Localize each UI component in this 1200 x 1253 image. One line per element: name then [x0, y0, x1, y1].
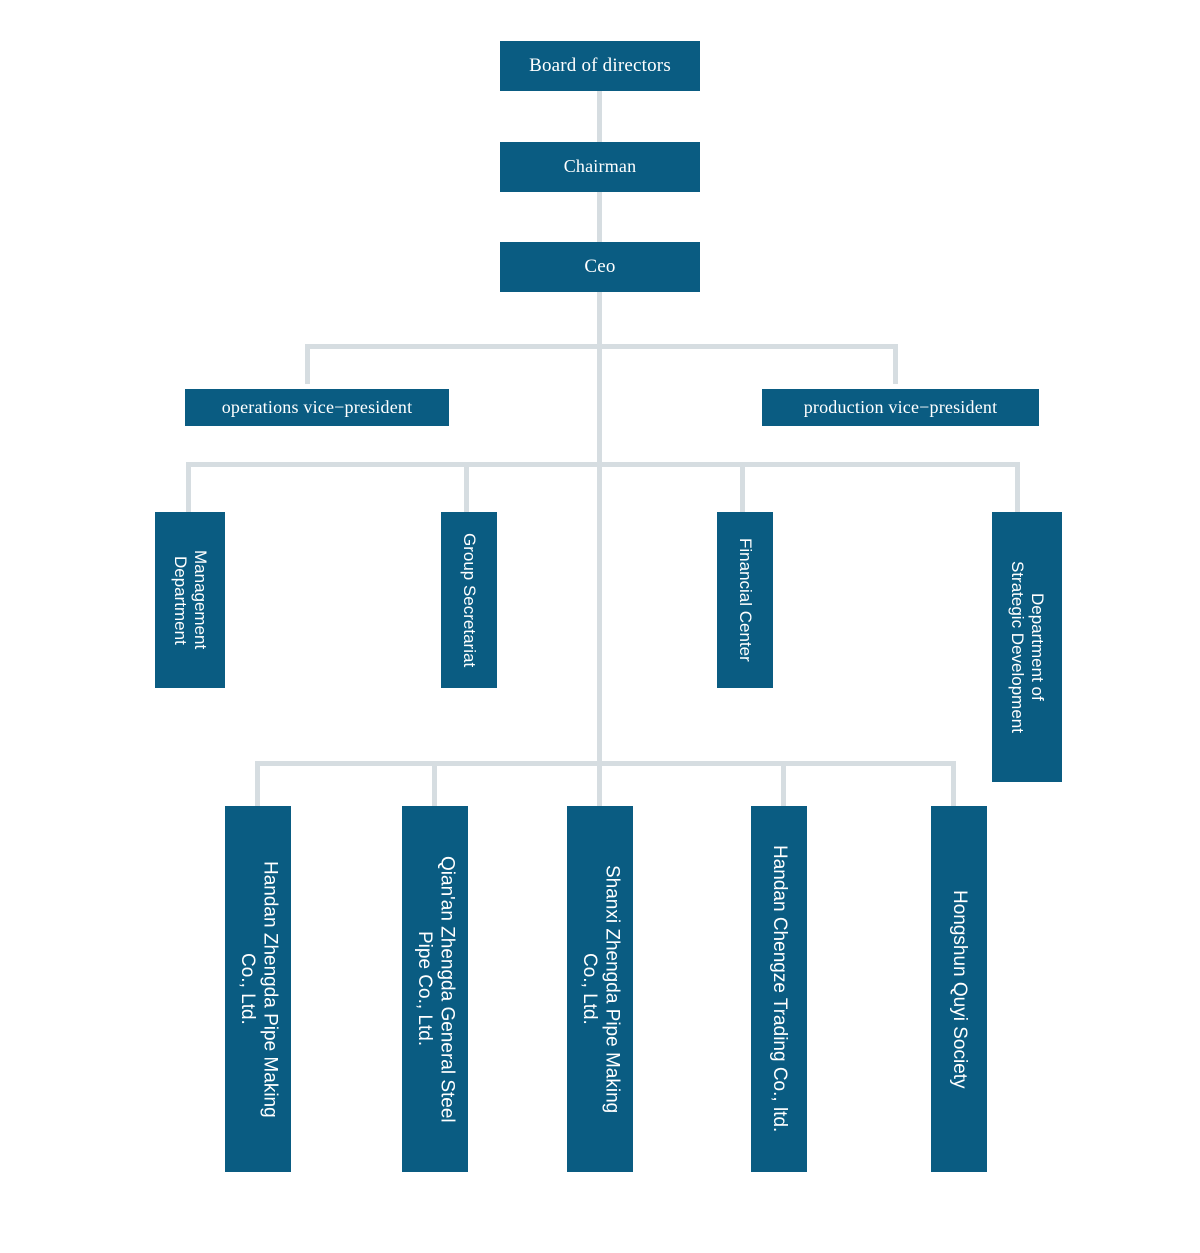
node-label-group-secretariat: Group Secretariat — [460, 532, 480, 668]
connector-drop-financial-center — [740, 462, 745, 512]
connector-ceo-trunk — [597, 292, 602, 766]
node-handan-chengze-trading[interactable]: Handan Chengze Trading Co., ltd. — [751, 806, 807, 1172]
node-shanxi-zhengda-pipe-making[interactable]: Shanxi Zhengda Pipe Making Co., Ltd. — [567, 806, 633, 1172]
node-group-secretariat[interactable]: Group Secretariat — [441, 512, 497, 688]
node-label-production-vice-president: production vice−president — [803, 396, 998, 417]
node-label-financial-center: Financial Center — [736, 538, 756, 662]
node-financial-center[interactable]: Financial Center — [717, 512, 773, 688]
node-label-qianan-zhengda-general-steel-pipe: Qian'an Zhengda General Steel Pipe Co., … — [414, 855, 458, 1123]
connector-chairman-to-ceo — [597, 192, 602, 243]
connector-drop-handan-chengze — [781, 761, 786, 807]
node-hongshun-quyi-society[interactable]: Hongshun Quyi Society — [931, 806, 987, 1172]
node-label-shanxi-zhengda-pipe-making: Shanxi Zhengda Pipe Making Co., Ltd. — [579, 864, 623, 1114]
connector-drop-production-vp — [893, 344, 898, 384]
node-chairman[interactable]: Chairman — [500, 142, 700, 192]
node-label-hongshun-quyi-society: Hongshun Quyi Society — [949, 889, 971, 1089]
connector-drop-handan-zhengda — [255, 761, 260, 807]
connector-bus-vice-presidents — [305, 344, 898, 349]
node-label-management-department: Management Department — [171, 550, 211, 650]
node-ceo[interactable]: Ceo — [500, 242, 700, 292]
node-label-department-of-strategic-development: Department of Strategic Development — [1008, 561, 1048, 733]
connector-drop-strategic-development — [1015, 462, 1020, 512]
node-label-handan-chengze-trading: Handan Chengze Trading Co., ltd. — [769, 845, 791, 1133]
node-label-handan-zhengda-pipe-making: Handan Zhengda Pipe Making Co., Ltd. — [237, 860, 281, 1118]
connector-bus-departments — [186, 462, 1020, 467]
connector-drop-qianan-zhengda — [432, 761, 437, 807]
node-department-of-strategic-development[interactable]: Department of Strategic Development — [992, 512, 1062, 782]
node-label-ceo: Ceo — [584, 255, 616, 277]
node-board-of-directors[interactable]: Board of directors — [500, 41, 700, 91]
node-qianan-zhengda-general-steel-pipe[interactable]: Qian'an Zhengda General Steel Pipe Co., … — [402, 806, 468, 1172]
node-operations-vice-president[interactable]: operations vice−president — [185, 389, 449, 426]
connector-drop-hongshun-quyi — [951, 761, 956, 807]
connector-drop-group-secretariat — [464, 462, 469, 512]
connector-drop-management-department — [186, 462, 191, 512]
node-label-board-of-directors: Board of directors — [529, 54, 671, 76]
connector-bus-subsidiaries — [255, 761, 956, 766]
node-handan-zhengda-pipe-making[interactable]: Handan Zhengda Pipe Making Co., Ltd. — [225, 806, 291, 1172]
node-management-department[interactable]: Management Department — [155, 512, 225, 688]
connector-board-to-chairman — [597, 91, 602, 142]
connector-drop-operations-vp — [305, 344, 310, 384]
connector-drop-shanxi-zhengda — [597, 761, 602, 807]
node-label-chairman: Chairman — [563, 156, 637, 177]
node-production-vice-president[interactable]: production vice−president — [762, 389, 1039, 426]
node-label-operations-vice-president: operations vice−president — [221, 396, 413, 417]
